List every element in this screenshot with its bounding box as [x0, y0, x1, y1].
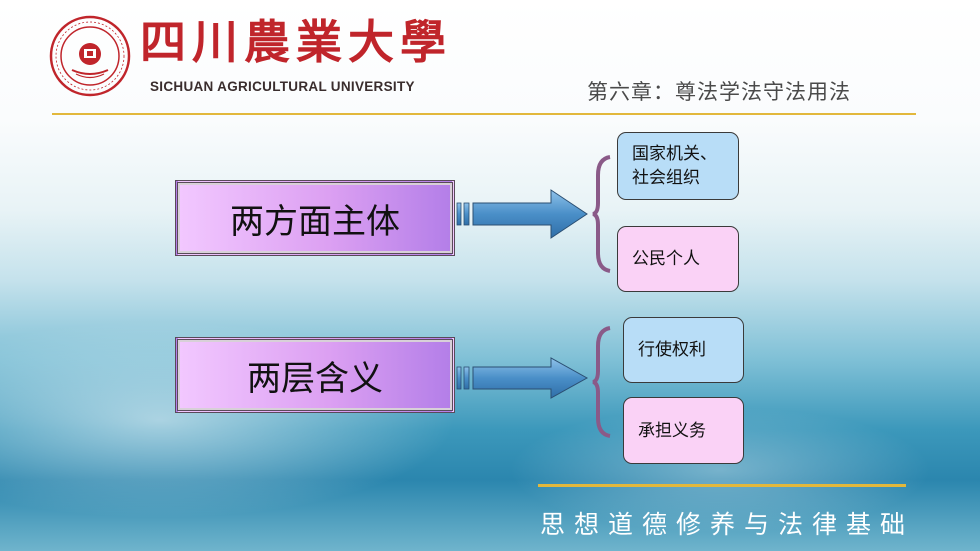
item-state-organs-label: 国家机关、 社会组织	[632, 144, 717, 188]
topic-box-subjects: 两方面主体	[175, 180, 455, 256]
university-name-cn: 四川農業大學	[140, 15, 452, 69]
item-bear-obligations-label: 承担义务	[638, 420, 706, 441]
arrow-right-icon	[456, 357, 589, 399]
topic-box-meanings: 两层含义	[175, 337, 455, 413]
arrow-right-icon	[456, 189, 588, 239]
university-name-en: SICHUAN AGRICULTURAL UNIVERSITY	[150, 79, 415, 94]
item-bear-obligations: 承担义务	[623, 397, 744, 464]
item-citizens-label: 公民个人	[632, 249, 700, 269]
left-brace-icon	[592, 326, 611, 438]
course-title: 思想道德修养与法律基础	[540, 510, 915, 539]
left-brace-icon	[592, 155, 611, 273]
item-exercise-rights: 行使权利	[623, 317, 744, 383]
item-state-organs: 国家机关、 社会组织	[617, 132, 739, 200]
chapter-title: 第六章：尊法学法守法用法	[587, 80, 851, 104]
item-citizens: 公民个人	[617, 226, 739, 292]
header-divider	[52, 113, 916, 115]
footer-divider	[538, 484, 906, 487]
item-exercise-rights-label: 行使权利	[638, 340, 706, 360]
university-seal-logo	[49, 15, 131, 97]
